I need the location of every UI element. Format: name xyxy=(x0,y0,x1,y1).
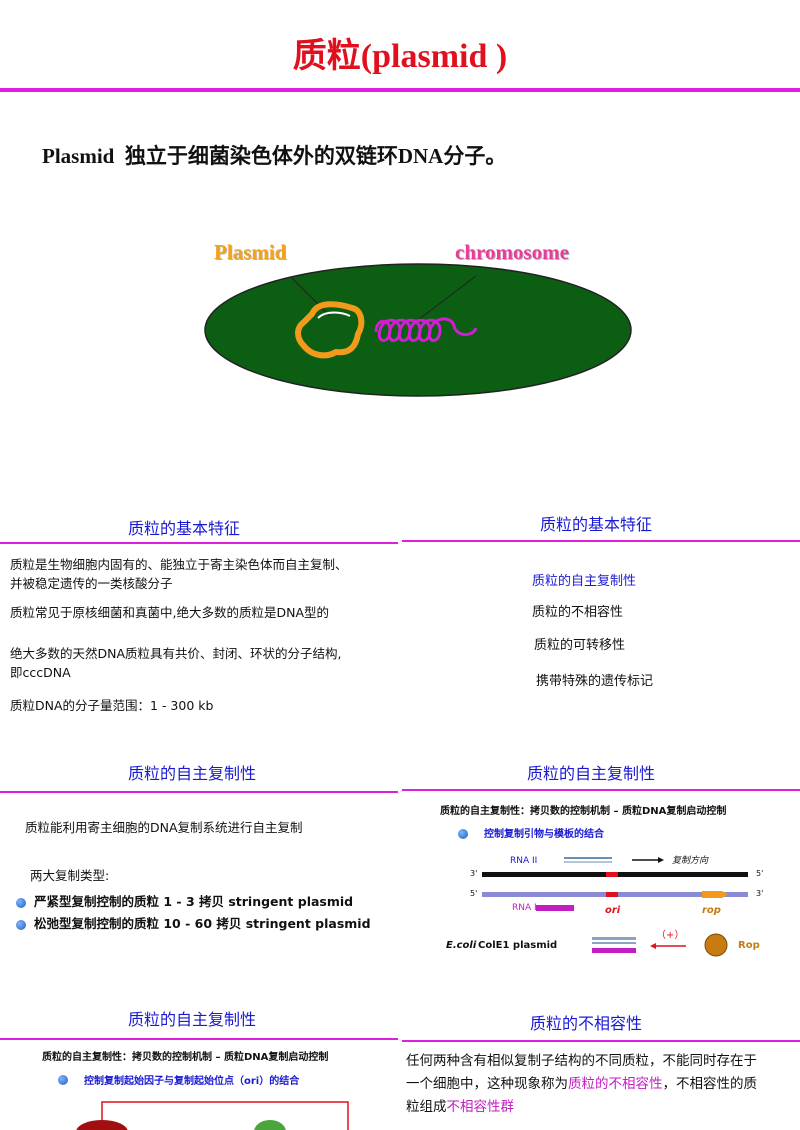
basic-features-text: 质粒是生物细胞内固有的、能独立于寄主染色体而自主复制、 并被稳定遗传的一类核酸分… xyxy=(10,555,400,715)
copy-control-header: 质粒的自主复制性：拷贝数的控制机制 – 质粒DNA复制启动控制 xyxy=(440,806,727,817)
rna1-label: RNA I xyxy=(512,903,537,913)
section-divider-right xyxy=(402,789,800,791)
incompat-line: 一个细胞中，这种现象称为质粒的不相容性，不相容性的质 xyxy=(406,1076,757,1092)
cell-body xyxy=(204,263,632,397)
bullet-icon xyxy=(458,829,468,839)
feature-paragraph: 并被稳定遗传的一类核酸分子 xyxy=(10,576,173,591)
copy-control-bullet: 控制复制引物与模板的结合 xyxy=(484,829,604,840)
diagram-frame xyxy=(101,1101,349,1130)
strand-end-label: 5' xyxy=(756,869,764,878)
complex-top xyxy=(592,937,636,940)
chromosome-pointer xyxy=(417,275,477,321)
replication-type: 严紧型复制控制的质粒 1 - 3 拷贝 stringent plasmid xyxy=(34,894,354,909)
rop-protein-label: Rop xyxy=(738,940,760,951)
incompat-line: 任何两种含有相似复制子结构的不同质粒，不能同时存在于 xyxy=(406,1053,757,1069)
incompatibility-title: 质粒的不相容性 xyxy=(530,1014,643,1033)
section-divider-left xyxy=(0,1038,398,1040)
strand-end-label: 3' xyxy=(756,889,764,898)
colE1-replication-diagram xyxy=(482,857,748,957)
replication-type: 松弛型复制控制的质粒 10 - 60 拷贝 stringent plasmid xyxy=(34,916,371,931)
rna1-bar xyxy=(536,905,574,911)
rop-gene xyxy=(702,891,728,898)
strand-end-label: 3' xyxy=(470,869,478,878)
ori-bottom xyxy=(606,892,618,897)
chromosome-coil xyxy=(374,317,478,342)
bullet-icon xyxy=(16,898,26,908)
complex-mid xyxy=(592,942,636,944)
positive-regulation-label: （+） xyxy=(656,930,685,941)
complex-rna1 xyxy=(592,948,636,953)
activation-arrowhead xyxy=(650,943,656,949)
initiation-factor-bullet: 控制复制起始因子与复制起始位点（ori）的结合 xyxy=(84,1076,300,1087)
plasmid-label: Plasmid xyxy=(214,240,287,264)
feature-item: 质粒的不相容性 xyxy=(532,605,624,620)
definition-term: Plasmid xyxy=(42,144,115,168)
section-divider-left xyxy=(0,542,398,544)
definition-text: 独立于细菌染色体外的双链环DNA分子。 xyxy=(124,144,507,168)
ori-top xyxy=(606,872,618,877)
feature-paragraph: 质粒是生物细胞内固有的、能独立于寄主染色体而自主复制、 xyxy=(10,557,348,572)
incompatibility-text: 任何两种含有相似复制子结构的不同质粒，不能同时存在于 一个细胞中，这种现象称为质… xyxy=(406,1050,796,1119)
chromosome-label: chromosome xyxy=(455,240,569,264)
plasmid-definition: Plasmid 独立于细菌染色体外的双链环DNA分子。 xyxy=(42,140,506,170)
ori-label: ori xyxy=(605,905,621,916)
ecoli-label: E.coli xyxy=(446,940,477,951)
feature-item: 质粒的可转移性 xyxy=(534,638,626,653)
section-divider-right xyxy=(402,540,800,542)
rna2-label: RNA II xyxy=(510,856,538,866)
strand-end-label: 5' xyxy=(470,889,478,898)
rop-protein-sphere xyxy=(704,933,728,957)
section-divider-right xyxy=(402,1040,800,1042)
replication-title-bottom: 质粒的自主复制性 xyxy=(128,1010,257,1029)
colE1-label: ColE1 plasmid xyxy=(478,940,558,951)
term-incompat-group: 不相容性群 xyxy=(446,1099,515,1115)
feature-paragraph: 即cccDNA xyxy=(10,665,71,680)
bullet-icon xyxy=(58,1075,68,1085)
bacterium-cell-figure xyxy=(204,263,632,397)
feature-item: 质粒的自主复制性 xyxy=(532,574,637,589)
incompat-line: 粒组成不相容性群 xyxy=(406,1099,515,1115)
rop-gene-label: rop xyxy=(702,905,721,916)
feature-item: 携带特殊的遗传标记 xyxy=(536,674,654,689)
copy-control-header: 质粒的自主复制性：拷贝数的控制机制 – 质粒DNA复制启动控制 xyxy=(42,1052,329,1063)
bullet-icon xyxy=(16,920,26,930)
page-title: 质粒(plasmid ) xyxy=(292,38,508,75)
initiation-diagram-partial xyxy=(76,1101,349,1130)
replication-title-right: 质粒的自主复制性 xyxy=(527,764,656,783)
feature-paragraph: 质粒常见于原核细菌和真菌中,绝大多数的质粒是DNA型的 xyxy=(10,605,330,620)
replication-line: 质粒能利用寄主细胞的DNA复制系统进行自主复制 xyxy=(25,820,303,835)
replication-title-left: 质粒的自主复制性 xyxy=(128,764,257,783)
plasmid-ring-inner xyxy=(317,311,351,319)
term-incompatibility: 质粒的不相容性 xyxy=(568,1076,663,1092)
plasmid-pointer xyxy=(291,277,331,317)
origin-factor xyxy=(254,1120,286,1130)
initiator-protein xyxy=(76,1120,128,1130)
feature-paragraph: 质粒DNA的分子量范围：1 - 300 kb xyxy=(10,698,214,713)
title-divider xyxy=(0,88,800,92)
basic-features-title-right: 质粒的基本特征 xyxy=(540,515,653,534)
feature-paragraph: 绝大多数的天然DNA质粒具有共价、封闭、环状的分子结构, xyxy=(10,646,342,661)
replication-types-label: 两大复制类型: xyxy=(30,868,110,883)
basic-features-title-left: 质粒的基本特征 xyxy=(128,519,241,538)
direction-label: 复制方向 xyxy=(672,856,709,866)
section-divider-left xyxy=(0,791,398,793)
plasmid-ring xyxy=(295,301,365,359)
direction-arrowhead xyxy=(658,857,664,863)
